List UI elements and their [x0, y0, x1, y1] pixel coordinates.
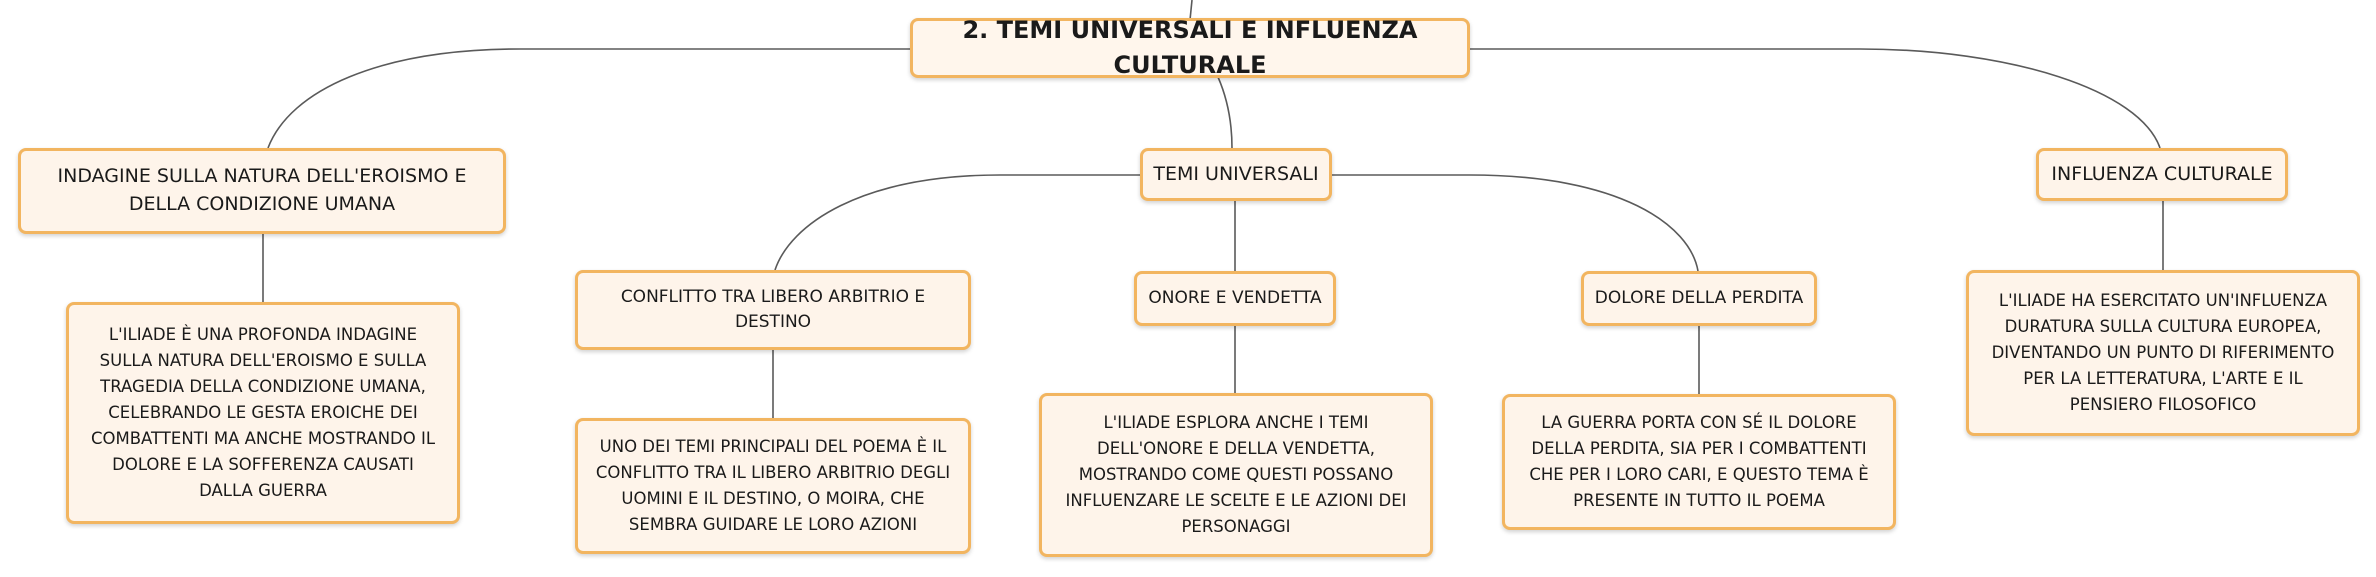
- connector-root-influenza: [1466, 48, 2161, 149]
- detail-node-onore[interactable]: L'ILIADE ESPLORA ANCHE I TEMI DELL'ONORE…: [1039, 393, 1433, 557]
- topic-node-influenza[interactable]: INFLUENZA CULTURALE: [2036, 148, 2288, 201]
- detail-node-dolore-text: LA GUERRA PORTA CON SÉ IL DOLORE DELLA P…: [1529, 412, 1869, 511]
- root-node-label: 2. TEMI UNIVERSALI E INFLUENZA CULTURALE: [962, 16, 1418, 79]
- detail-node-eroismo-text: L'ILIADE È UNA PROFONDA INDAGINE SULLA N…: [90, 324, 436, 501]
- detail-node-eroismo[interactable]: L'ILIADE È UNA PROFONDA INDAGINE SULLA N…: [66, 302, 460, 524]
- topic-node-eroismo[interactable]: INDAGINE SULLA NATURA DELL'EROISMO E DEL…: [18, 148, 506, 234]
- connector-root-temi: [1217, 76, 1233, 149]
- root-node[interactable]: 2. TEMI UNIVERSALI E INFLUENZA CULTURALE: [910, 16, 1470, 79]
- topic-node-temi-label: TEMI UNIVERSALI: [1153, 162, 1319, 185]
- detail-node-onore-text: L'ILIADE ESPLORA ANCHE I TEMI DELL'ONORE…: [1065, 412, 1407, 537]
- topic-node-eroismo-label: INDAGINE SULLA NATURA DELL'EROISMO E DEL…: [57, 165, 467, 215]
- detail-node-influenza[interactable]: L'ILIADE HA ESERCITATO UN'INFLUENZA DURA…: [1966, 270, 2360, 436]
- connector-incoming-root: [1189, 0, 1193, 21]
- subtopic-node-onore[interactable]: ONORE E VENDETTA: [1134, 271, 1336, 326]
- connector-temi-dolore: [1330, 174, 1699, 272]
- subtopic-node-conflitto[interactable]: CONFLITTO TRA LIBERO ARBITRIO E DESTINO: [575, 270, 971, 350]
- connector-temi-conflitto: [774, 174, 1142, 271]
- detail-node-dolore[interactable]: LA GUERRA PORTA CON SÉ IL DOLORE DELLA P…: [1502, 394, 1896, 530]
- subtopic-node-onore-label: ONORE E VENDETTA: [1148, 288, 1322, 309]
- subtopic-node-dolore-label: DOLORE DELLA PERDITA: [1594, 288, 1804, 309]
- subtopic-node-conflitto-label: CONFLITTO TRA LIBERO ARBITRIO E DESTINO: [620, 287, 926, 332]
- connector-root-eroismo: [267, 48, 910, 149]
- topic-node-influenza-label: INFLUENZA CULTURALE: [2051, 162, 2273, 185]
- subtopic-node-dolore[interactable]: DOLORE DELLA PERDITA: [1581, 271, 1817, 326]
- detail-node-influenza-text: L'ILIADE HA ESERCITATO UN'INFLUENZA DURA…: [1991, 290, 2335, 415]
- detail-node-conflitto-text: UNO DEI TEMI PRINCIPALI DEL POEMA È IL C…: [595, 436, 951, 535]
- detail-node-conflitto[interactable]: UNO DEI TEMI PRINCIPALI DEL POEMA È IL C…: [575, 418, 971, 554]
- topic-node-temi[interactable]: TEMI UNIVERSALI: [1140, 148, 1332, 201]
